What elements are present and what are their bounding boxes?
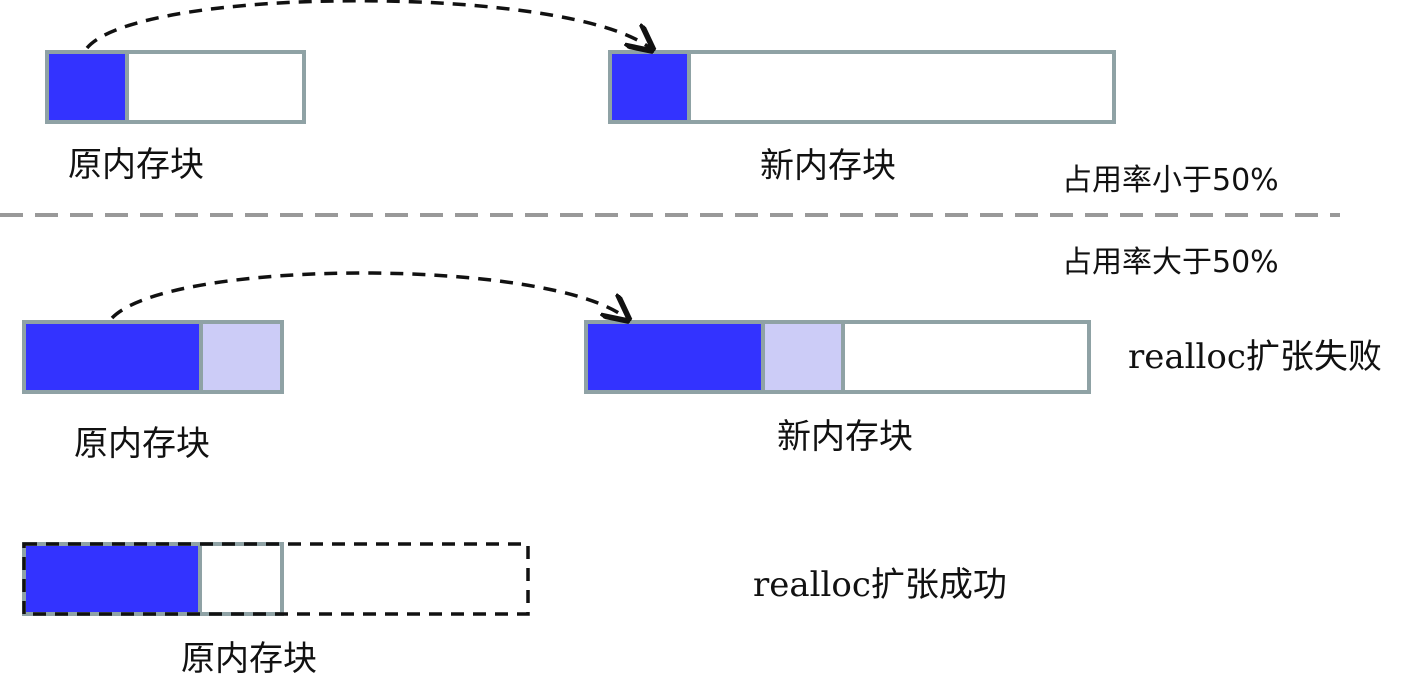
expanded-block-used <box>26 546 200 612</box>
new-block-large-label: 新内存块 <box>777 417 913 457</box>
original-block-small-label: 原内存块 <box>68 145 204 185</box>
original-block-small-used <box>49 54 127 120</box>
new-block-large <box>584 320 1091 394</box>
caption-realloc-success: realloc扩张成功 <box>753 565 1007 605</box>
original-block-large-extra <box>201 324 280 390</box>
new-block-small-used <box>612 54 689 120</box>
original-block-small <box>45 50 306 124</box>
copy-arrow-small <box>85 0 650 48</box>
section-small-occupancy: 原内存块 新内存块 占用率小于50% <box>45 0 1279 198</box>
original-block-large-used <box>26 324 201 390</box>
expanded-block <box>22 542 530 616</box>
original-block-large-label: 原内存块 <box>74 424 210 464</box>
new-block-small <box>608 50 1116 124</box>
caption-realloc-fail: realloc扩张失败 <box>1128 337 1382 377</box>
new-block-large-used <box>588 324 763 390</box>
copy-arrow-large <box>110 271 626 318</box>
new-block-large-extra <box>763 324 843 390</box>
new-block-small-frame <box>608 50 1116 124</box>
section-large-occupancy: 占用率大于50% 原内存块 新内存块 realloc扩张失败 原内 <box>22 245 1382 679</box>
caption-large-occupancy: 占用率大于50% <box>1062 245 1279 280</box>
caption-small-occupancy: 占用率小于50% <box>1062 163 1279 198</box>
expanded-block-label: 原内存块 <box>181 639 317 679</box>
new-block-small-label: 新内存块 <box>760 146 896 186</box>
expanded-block-outline <box>22 542 530 616</box>
original-block-large <box>22 320 284 394</box>
